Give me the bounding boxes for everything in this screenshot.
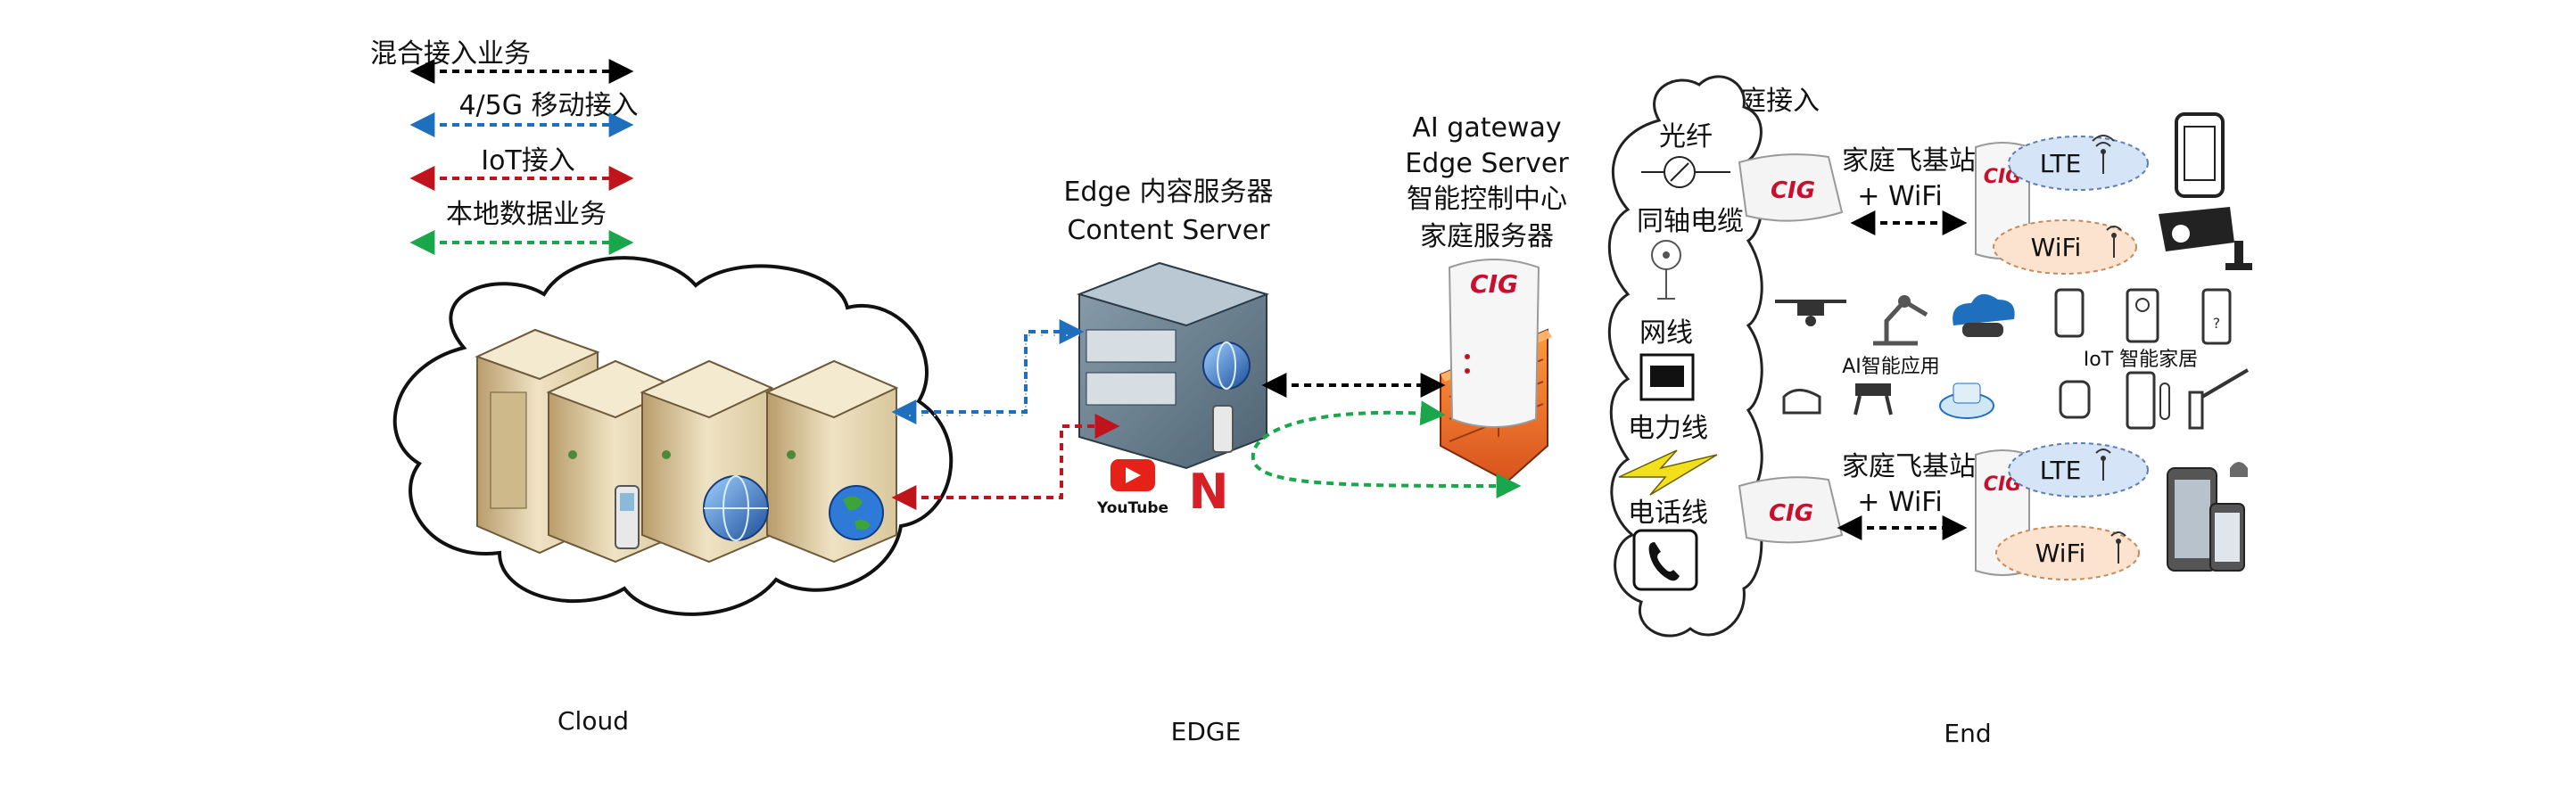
laptop-phone-icon	[2167, 462, 2248, 572]
femto-bottom-lte-pill: LTE	[2008, 442, 2149, 498]
thermostat-icon	[2126, 371, 2170, 430]
ai-apps: AI智能应用	[1775, 293, 2015, 419]
robot-dog-icon	[1854, 383, 1893, 416]
section-cloud: Cloud	[557, 706, 629, 736]
connector-mobile	[891, 319, 1085, 424]
touch-phone-icon	[2054, 288, 2085, 338]
edge-globe-icon	[1202, 342, 1251, 390]
gateway-label: AI gateway Edge Server 智能控制中心 家庭服务器	[1405, 112, 1569, 252]
media-powerline: 电力线	[1628, 413, 1708, 444]
ethernet-icon	[1639, 353, 1695, 401]
barrier-gate-icon	[2188, 368, 2250, 430]
iot-apps: ? IoT 智能家居	[2054, 288, 2250, 430]
legend-label-mobile: 4/5G 移动接入	[458, 90, 638, 121]
femto-top-line1: 家庭飞基站	[1842, 145, 1976, 177]
section-end: End	[1944, 719, 1991, 748]
intercom-icon	[2126, 288, 2159, 343]
youtube-label: YouTube	[1096, 499, 1168, 517]
camera-icon	[2159, 207, 2252, 270]
gateway-label-line1: AI gateway	[1412, 112, 1561, 144]
netflix-label: N	[1188, 464, 1228, 520]
youtube-logo: YouTube	[1096, 459, 1168, 517]
femto-top-router-brand: CIG	[1771, 177, 1815, 204]
femto-bottom-wifi-pill: WiFi	[1995, 525, 2140, 580]
legend-item-iot: IoT接入	[409, 145, 634, 191]
gateway-label-line3: 智能控制中心	[1407, 184, 1567, 215]
smartphone-icon	[2175, 112, 2225, 198]
home-access: 家庭接入 光纤 同轴电缆 网线 电力线 电话线	[1607, 75, 1820, 638]
femto-top-lte: LTE	[2040, 149, 2082, 178]
gateway-device: CIG	[1448, 259, 1540, 428]
femto-top-line2: + WiFi	[1857, 181, 1942, 212]
drone-icon	[1775, 300, 1846, 326]
edge-server-rack	[1076, 261, 1270, 470]
femto-top-router: CIG	[1738, 153, 1844, 222]
lightning-icon	[1618, 449, 1718, 496]
phone-icon	[1632, 529, 1698, 591]
connector-local-edge	[1251, 400, 1522, 498]
edge-handset-icon	[1212, 405, 1234, 453]
femto-top-wifi-pill: WiFi	[1993, 219, 2137, 275]
robot-arm-icon	[1873, 295, 1928, 346]
legend-item-mobile: 4/5G 移动接入	[409, 90, 639, 137]
iot-apps-label: IoT 智能家居	[2084, 349, 2198, 371]
gateway-label-line2: Edge Server	[1405, 148, 1569, 179]
smartwatch-icon	[2059, 380, 2091, 419]
earth-icon	[829, 485, 884, 540]
fiber-icon	[1641, 156, 1730, 188]
legend-label-local: 本地数据业务	[446, 199, 607, 230]
femto-bottom-lte: LTE	[2040, 456, 2082, 485]
connector-iot	[891, 414, 1120, 510]
femto-bottom: CIG 家庭飞基站 + WiFi CIG LTE WiFi	[1738, 442, 2149, 580]
svg-text:?: ?	[2213, 315, 2221, 332]
legend-label-iot: IoT接入	[481, 145, 575, 177]
femto-top: CIG 家庭飞基站 + WiFi CIG LTE WiFi	[1738, 135, 2149, 275]
ai-apps-label: AI智能应用	[1842, 356, 1940, 378]
legend-item-local: 本地数据业务	[409, 199, 634, 255]
netflix-logo: N	[1188, 464, 1228, 520]
globe-icon	[703, 475, 769, 541]
antenna-icon	[2110, 531, 2126, 564]
media-coax: 同轴电缆	[1637, 206, 1744, 237]
legend: 混合接入业务 4/5G 移动接入 IoT接入 本地数据业务	[370, 38, 639, 255]
media-fiber: 光纤	[1659, 121, 1713, 152]
section-edge: EDGE	[1171, 717, 1242, 746]
femto-bottom-line2: + WiFi	[1857, 487, 1942, 518]
legend-item-mixed: 混合接入业务	[370, 38, 634, 84]
cloud-region	[392, 256, 954, 616]
cloud-server-4	[764, 359, 899, 564]
legend-label-mixed: 混合接入业务	[370, 38, 531, 70]
media-phone: 电话线	[1628, 498, 1708, 529]
media-ethernet: 网线	[1639, 317, 1693, 349]
coax-icon	[1651, 240, 1681, 300]
femto-bottom-line1: 家庭飞基站	[1842, 451, 1976, 482]
door-lock-icon: ?	[2201, 288, 2232, 345]
femto-bottom-router-brand: CIG	[1769, 500, 1813, 527]
antenna-icon	[2092, 135, 2115, 174]
edge-server-label-line1: Edge 内容服务器	[1063, 177, 1273, 208]
vacuum-robot-icon	[1782, 389, 1821, 415]
edge-server-label: Edge 内容服务器 Content Server	[1063, 177, 1273, 246]
cloud-controller-icon	[1953, 293, 2015, 337]
smart-hub-icon	[1939, 383, 1994, 419]
handset-icon	[615, 485, 640, 549]
femto-bottom-router: CIG	[1738, 476, 1844, 544]
femto-top-lte-pill: LTE	[2008, 135, 2149, 191]
femto-bottom-wifi: WiFi	[2035, 539, 2086, 568]
edge-server-label-line2: Content Server	[1067, 215, 1270, 246]
gateway-label-line4: 家庭服务器	[1420, 221, 1554, 252]
antenna-icon	[2095, 448, 2111, 481]
femto-top-wifi: WiFi	[2031, 233, 2082, 262]
gateway-brand: CIG	[1470, 269, 1518, 299]
antenna-icon	[2106, 226, 2122, 258]
